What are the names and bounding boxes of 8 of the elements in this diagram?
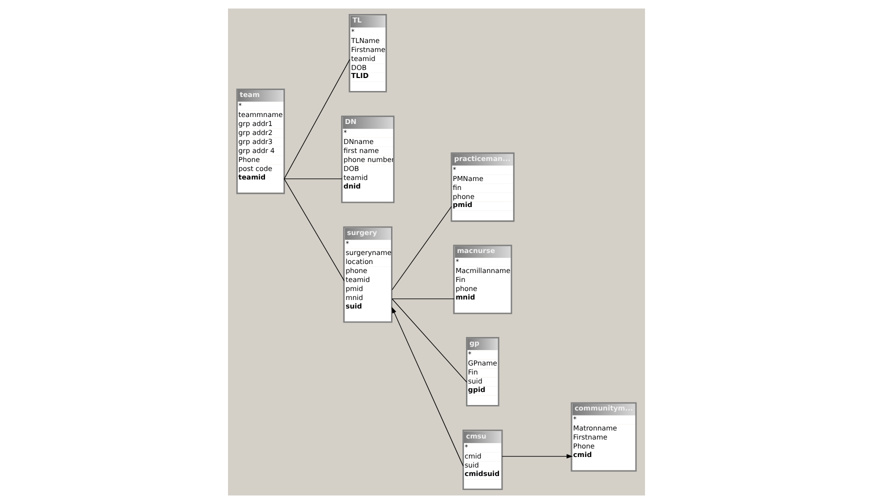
connector [283, 178, 344, 282]
arrow [391, 306, 464, 466]
connector [283, 59, 350, 180]
connector [391, 298, 454, 300]
connector [391, 298, 467, 382]
connector [391, 206, 452, 290]
connector [283, 178, 342, 180]
arrow [501, 454, 572, 459]
